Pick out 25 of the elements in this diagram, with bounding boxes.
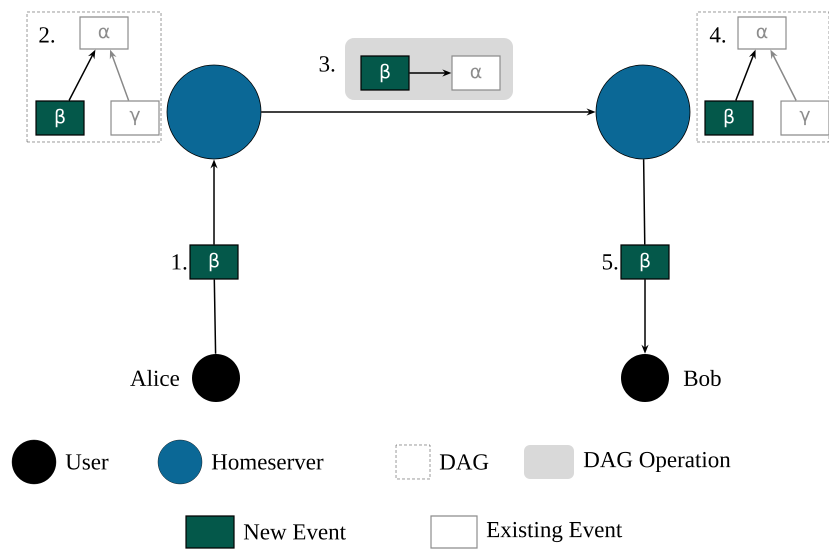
legend-label: Homeserver [212,454,324,470]
step-number: 1. [172,254,186,270]
homeserver-circle [166,64,262,160]
new-event-box: β [360,55,410,91]
existing-event-box: α [737,16,787,50]
step-number: 3. [320,56,334,72]
legend-label: DAG Operation [584,452,730,472]
existing-event-box: α [451,55,501,91]
homeserver-circle [596,64,690,160]
user-circle [192,354,240,402]
user-name: Alice [130,370,180,386]
legend-label: User [66,454,108,470]
new-event-box: β [704,100,754,136]
legend-label: Existing Event [486,522,622,542]
existing-event-box: γ [110,100,160,136]
user-circle [621,354,669,402]
legend-label: New Event [244,524,346,540]
legend-label: DAG [440,454,488,470]
user-name: Bob [684,370,721,386]
new-event-box: β [35,100,85,136]
step-number: 5. [602,254,618,270]
new-event-box: β [189,244,239,280]
existing-event-box: γ [780,100,829,136]
existing-event-box: α [79,16,129,50]
new-event-box: β [620,244,670,280]
